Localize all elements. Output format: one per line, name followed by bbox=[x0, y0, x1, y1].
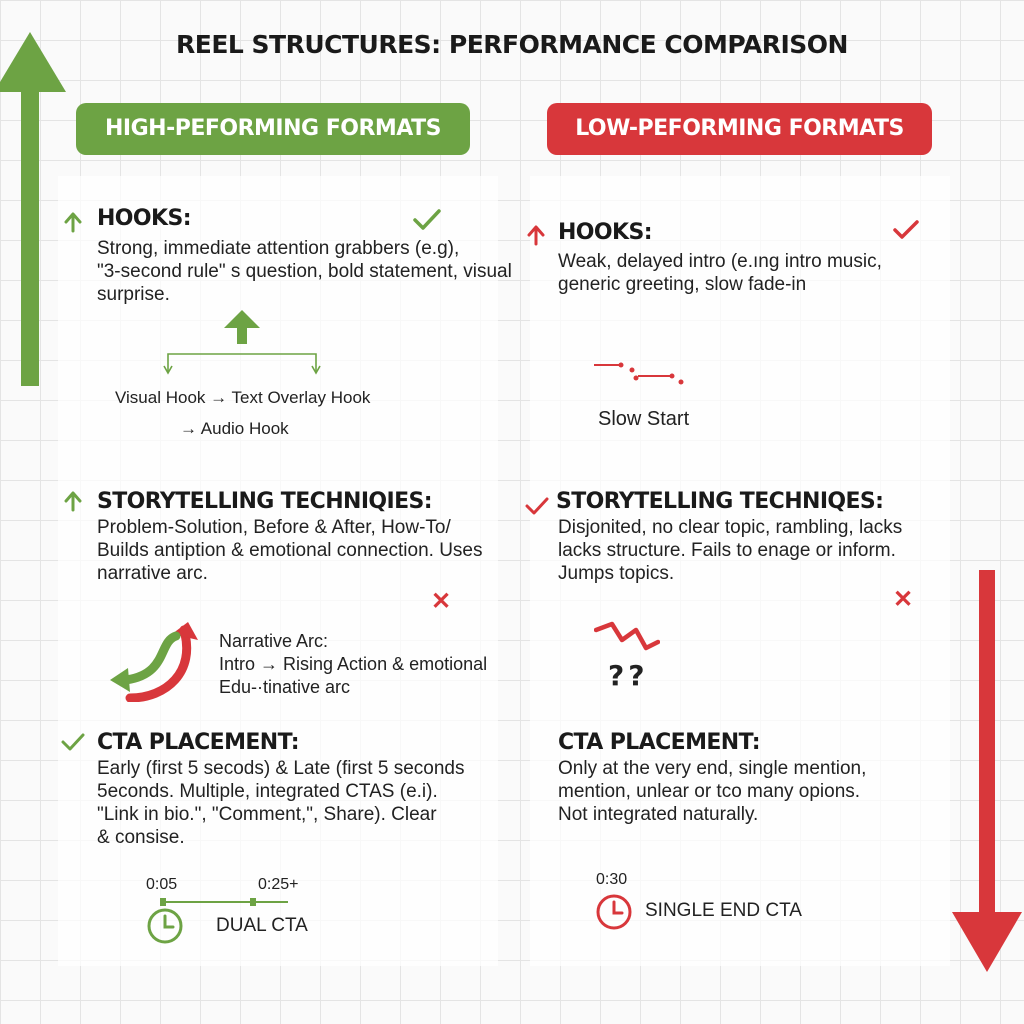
high-storytelling-heading: STORYTELLING TECHNIQIES: bbox=[97, 489, 433, 514]
hook-types-line-2: → Audio Hook bbox=[180, 419, 289, 438]
arrow-up-icon bbox=[64, 212, 82, 233]
narrative-arc-caption: Narrative Arc: Intro → Rising Action & e… bbox=[219, 631, 488, 697]
dual-cta-label: DUAL CTA bbox=[216, 915, 308, 936]
high-storytelling-description: Problem-Solution, Before & After, How-To… bbox=[97, 517, 483, 584]
high-performing-panel bbox=[58, 176, 498, 966]
low-performing-panel bbox=[530, 176, 950, 966]
high-cta-description: Early (first 5 secods) & Late (first 5 s… bbox=[97, 758, 465, 848]
cross-icon: ✕ bbox=[893, 586, 914, 613]
clock-icon bbox=[596, 894, 632, 930]
low-cta-heading: CTA PLACEMENT: bbox=[558, 730, 761, 755]
arrow-up-icon bbox=[64, 491, 82, 512]
trend-up-arrow-icon bbox=[0, 32, 66, 386]
cross-icon: ✕ bbox=[431, 588, 452, 615]
high-cta-heading: CTA PLACEMENT: bbox=[97, 730, 300, 755]
narrative-arc-icon bbox=[110, 622, 198, 702]
low-cta-description: Only at the very end, single mention, me… bbox=[558, 758, 867, 825]
low-hooks-description: Weak, delayed intro (e.ıng intro music, … bbox=[558, 251, 882, 295]
low-storytelling-description: Disjonited, no clear topic, rambling, la… bbox=[558, 517, 903, 584]
single-end-cta-label: SINGLE END CTA bbox=[645, 900, 802, 921]
checkmark-icon bbox=[893, 220, 919, 239]
high-performing-header: HIGH-PEFORMING FORMATS bbox=[76, 103, 470, 155]
trend-down-arrow-icon bbox=[952, 570, 1022, 972]
low-hooks-heading: HOOKS: bbox=[558, 220, 653, 245]
low-performing-header: LOW-PEFORMING FORMATS bbox=[547, 103, 932, 155]
high-hooks-heading: HOOKS: bbox=[97, 206, 192, 231]
confusion-marks: ?? bbox=[608, 659, 649, 692]
hook-types-line-1: Visual Hook → Text Overlay Hook bbox=[115, 388, 371, 407]
low-storytelling-heading: STORYTELLING TECHNIQES: bbox=[556, 489, 884, 514]
arrow-up-icon bbox=[527, 225, 545, 246]
hook-branch-diagram bbox=[163, 310, 321, 375]
slow-start-icon bbox=[594, 362, 684, 385]
page-title: REEL STRUCTURES: PERFORMANCE COMPARISON bbox=[176, 30, 848, 59]
cta-time-end: 0:25+ bbox=[258, 876, 299, 893]
cta-time-start: 0:05 bbox=[146, 876, 178, 893]
checkmark-icon bbox=[61, 733, 85, 751]
cta-end-time: 0:30 bbox=[596, 871, 628, 888]
clock-icon bbox=[147, 908, 183, 944]
checkmark-icon bbox=[525, 497, 549, 515]
slow-start-label: Slow Start bbox=[598, 408, 690, 430]
zigzag-icon bbox=[594, 621, 660, 651]
checkmark-icon bbox=[413, 209, 441, 230]
dual-cta-timeline bbox=[160, 898, 288, 906]
high-hooks-description: Strong, immediate attention grabbers (e.… bbox=[97, 238, 512, 305]
